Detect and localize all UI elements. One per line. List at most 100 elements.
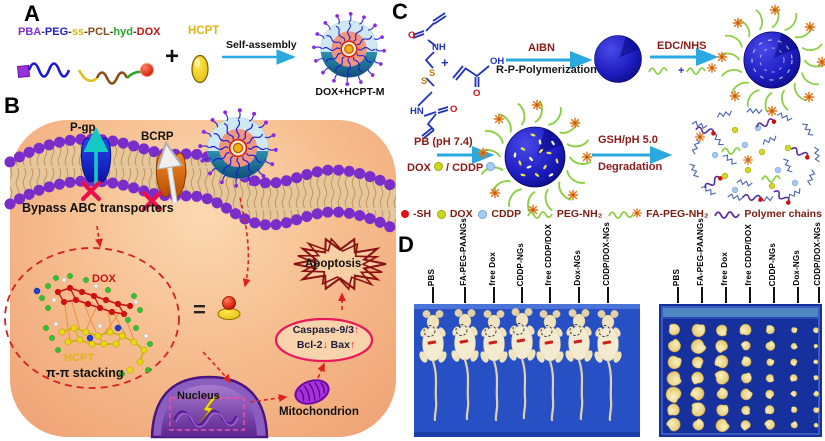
- legend-item-sh: -SH: [401, 208, 431, 220]
- dox-dot-icon: [433, 162, 443, 171]
- dox-molecule-label: DOX: [92, 273, 116, 285]
- slash-text: /: [445, 162, 450, 174]
- micelle-illustration-a: [312, 12, 386, 86]
- mitochondrion-illustration: [294, 379, 330, 405]
- bypass-label: Bypass ABC transporters: [22, 201, 174, 215]
- bcrp-label: BCRP: [141, 131, 174, 143]
- polymer-seg-peg: PEG: [44, 26, 69, 38]
- legend-dox-label: DOX: [449, 208, 473, 220]
- apoptosis-label: Apoptosis: [305, 258, 362, 270]
- legend-sh-label: -SH: [413, 208, 432, 220]
- caspase-oval: [274, 317, 374, 363]
- atom-oh: OH: [490, 56, 504, 67]
- atom-s2: S: [421, 76, 427, 87]
- equals-sign: =: [193, 297, 206, 322]
- folate-star-icon: [706, 62, 718, 74]
- cddp-text: CDDP: [452, 162, 484, 174]
- hcpt-molecule-label: HCPT: [64, 352, 94, 364]
- group-label: Dox-NGs: [573, 250, 582, 286]
- bcrp-transporter: [141, 150, 187, 212]
- membrane-illustration: [4, 133, 402, 236]
- polymer-name: PBA-PEG-ss-PCL-hyd-DOX: [18, 26, 161, 38]
- group-label: free CDDP/DOX: [544, 224, 553, 286]
- degradation-label: Degradation: [598, 161, 663, 173]
- fa-peg-squiggle-legend-icon: [608, 208, 642, 219]
- bax-label: Bax: [330, 339, 350, 351]
- gsh-label: GSH/pH 5.0: [598, 134, 658, 146]
- mice-photo: [414, 304, 640, 437]
- peg-squiggle-legend-icon: [527, 211, 553, 219]
- nanogel-core-sphere: [594, 35, 642, 83]
- pgp-label: P-gp: [70, 122, 96, 134]
- plus-monomers: +: [441, 55, 449, 70]
- plus-sign-a: +: [165, 43, 180, 70]
- legend-peg-label: PEG-NH₂: [556, 208, 603, 220]
- atom-o2: O: [450, 104, 457, 115]
- cddp-legend-dot-icon: [478, 209, 488, 219]
- tick-mark: [773, 287, 775, 303]
- tick-mark: [493, 287, 495, 303]
- dox-molecule: [33, 273, 143, 323]
- legend-fapeg-label: FA-PEG-NH₂: [646, 208, 709, 220]
- dox-legend-dot-icon: [436, 209, 446, 219]
- group-label: CDDP-NGs: [516, 242, 525, 286]
- group-label: CDDP/DOX-NGs: [602, 222, 611, 286]
- tick-mark: [818, 287, 820, 303]
- dox-text: DOX: [407, 162, 431, 174]
- product-label: DOX+HCPT-M: [315, 86, 385, 98]
- caspase-up-arrow: ↑: [354, 324, 360, 336]
- atom-o3: O: [473, 88, 480, 99]
- polymer-seg-hyd: hyd: [113, 26, 133, 38]
- drug-loaded-nanogel: [477, 99, 593, 216]
- plus-peg: +: [678, 65, 684, 77]
- group-label: FA-PEG-PAANGs: [696, 218, 705, 286]
- drug-capsule-icon: [217, 296, 241, 320]
- legend-item-polymer: Polymer chains: [714, 208, 822, 220]
- panel-d-letter: D: [398, 232, 414, 257]
- legend-item-fapeg: FA-PEG-NH₂: [608, 208, 709, 220]
- hcpt-label: HCPT: [188, 25, 220, 37]
- tick-mark: [701, 287, 703, 303]
- legend-cddp-label: CDDP: [491, 208, 522, 220]
- bax-up-arrow: ↑: [349, 339, 356, 351]
- group-label: PBS: [427, 268, 436, 286]
- polymer-seg-pcl: PCL: [87, 26, 110, 38]
- caspase-line1: Caspase-9/3: [292, 324, 355, 336]
- group-label: CDDP/DOX-NGs: [813, 222, 822, 286]
- atom-hn1: HN: [410, 106, 424, 117]
- panel-a-letter: A: [24, 1, 40, 26]
- drug-specks: [513, 133, 559, 177]
- edc-nhs-label: EDC/NHS: [657, 40, 707, 52]
- crosslinker-structure: [412, 12, 449, 139]
- atom-o1: O: [408, 30, 415, 41]
- dox-cddp-label: DOX / CDDP: [407, 162, 496, 174]
- legend-item-dox: DOX: [436, 208, 473, 220]
- legend-item-cddp: CDDP: [478, 208, 521, 220]
- pgp-transporter: [80, 126, 112, 202]
- polymer-squiggle-legend-icon: [714, 211, 741, 219]
- atom-nh1: NH: [432, 42, 446, 53]
- group-label: Dox-NGs: [792, 250, 801, 286]
- nucleus-label: Nucleus: [177, 390, 220, 402]
- bcl2-label: Bcl-2: [296, 339, 323, 351]
- tick-mark: [432, 287, 434, 303]
- polymer-seg-dox: DOX: [136, 26, 161, 38]
- legend-polymer-label: Polymer chains: [744, 208, 822, 220]
- polymer-chain-illustration: [16, 62, 154, 85]
- fa-peg-squiggle-icon: [686, 67, 706, 75]
- aibn-label: AIBN: [528, 42, 555, 54]
- tick-mark: [464, 287, 466, 303]
- tick-mark: [797, 287, 799, 303]
- group-label: free CDDP/DOX: [744, 224, 753, 286]
- pi-stacking-label: π-π stacking: [46, 366, 124, 380]
- panel-b-letter: B: [4, 93, 20, 118]
- polymer-seg-pba: PBA: [18, 26, 42, 38]
- self-assembly-label: Self-assembly: [226, 39, 297, 51]
- group-label: PBS: [672, 268, 681, 286]
- polymerization-label: R-P-Polymerization: [496, 64, 597, 76]
- tick-mark: [549, 287, 551, 303]
- hcpt-pill-icon: [191, 54, 209, 84]
- apoptosis-starburst: [293, 233, 386, 294]
- caspase-text: Caspase-9/3↑ Bcl-2↓ Bax↑: [280, 324, 372, 351]
- pathway-arrows: [94, 197, 346, 403]
